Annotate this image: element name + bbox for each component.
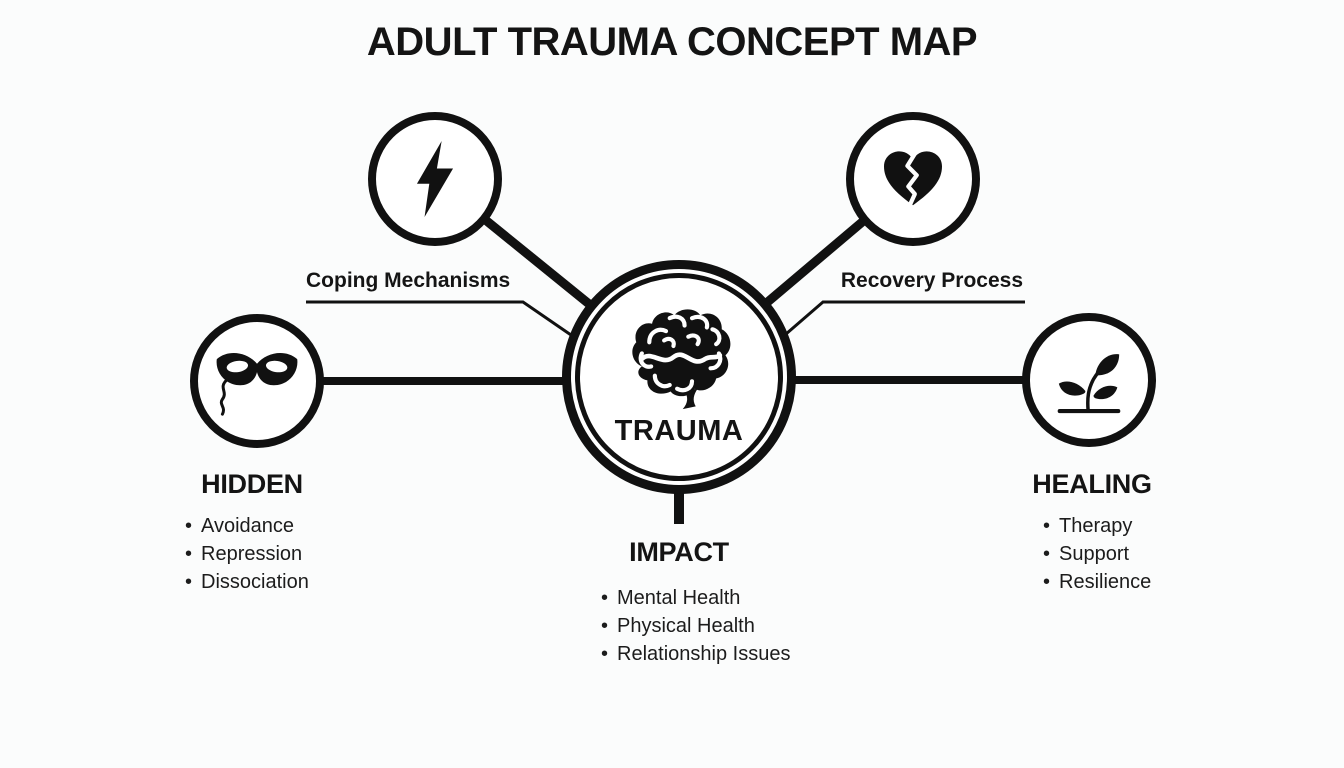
page-title: ADULT TRAUMA CONCEPT MAP: [366, 20, 978, 64]
list-item-label: Repression: [201, 543, 303, 565]
brain-icon: [632, 308, 731, 409]
hidden-section-list: • Avoidance • Repression • Dissociation: [185, 512, 309, 596]
healing-section-title: HEALING: [1032, 469, 1152, 499]
trauma-node-label: TRAUMA: [614, 414, 744, 447]
node-healing: [1022, 313, 1156, 447]
list-item: • Dissociation: [185, 568, 309, 596]
seedling-icon: [1057, 354, 1121, 414]
list-item-label: Resilience: [1059, 571, 1152, 593]
hidden-section-title: HIDDEN: [201, 469, 303, 499]
list-item-label: Relationship Issues: [617, 643, 791, 665]
bullet-glyph: •: [1043, 543, 1051, 565]
trauma-inner-ring: TRAUMA: [575, 273, 783, 481]
list-item: • Therapy: [1043, 512, 1151, 540]
impact-section-title: IMPACT: [629, 537, 729, 567]
list-item-label: Dissociation: [201, 571, 309, 593]
list-item: • Support: [1043, 540, 1151, 568]
bullet-glyph: •: [1043, 571, 1051, 593]
coping-leader-line: [306, 300, 572, 337]
lightning-bolt-icon: [416, 141, 454, 217]
node-heartbreak: [846, 112, 980, 246]
impact-section-list: • Mental Health • Physical Health • Relatio…: [601, 584, 790, 668]
coping-mechanisms-label: Coping Mechanisms: [306, 269, 511, 292]
list-item-label: Mental Health: [617, 587, 741, 609]
recovery-process-label: Recovery Process: [840, 269, 1023, 292]
node-stressor: [368, 112, 502, 246]
list-item-label: Support: [1059, 543, 1130, 565]
list-item: • Avoidance: [185, 512, 309, 540]
recovery-leader-line: [785, 300, 1025, 336]
bullet-glyph: •: [601, 643, 609, 665]
bullet-glyph: •: [601, 587, 609, 609]
healing-section-list: • Therapy • Support • Resilience: [1043, 512, 1151, 596]
node-hidden: [190, 314, 324, 448]
bullet-glyph: •: [185, 571, 193, 593]
bullet-glyph: •: [185, 515, 193, 537]
bullet-glyph: •: [185, 543, 193, 565]
list-item-label: Physical Health: [617, 615, 755, 637]
list-item: • Mental Health: [601, 584, 790, 612]
masquerade-mask-icon: [216, 352, 298, 416]
bullet-glyph: •: [601, 615, 609, 637]
list-item: • Repression: [185, 540, 309, 568]
list-item: • Physical Health: [601, 612, 790, 640]
list-item-label: Avoidance: [201, 515, 295, 537]
list-item-label: Therapy: [1059, 515, 1133, 537]
list-item: • Resilience: [1043, 568, 1151, 596]
list-item: • Relationship Issues: [601, 640, 790, 668]
bullet-glyph: •: [1043, 515, 1051, 537]
node-trauma: TRAUMA: [562, 260, 796, 494]
broken-heart-icon: [884, 151, 942, 206]
